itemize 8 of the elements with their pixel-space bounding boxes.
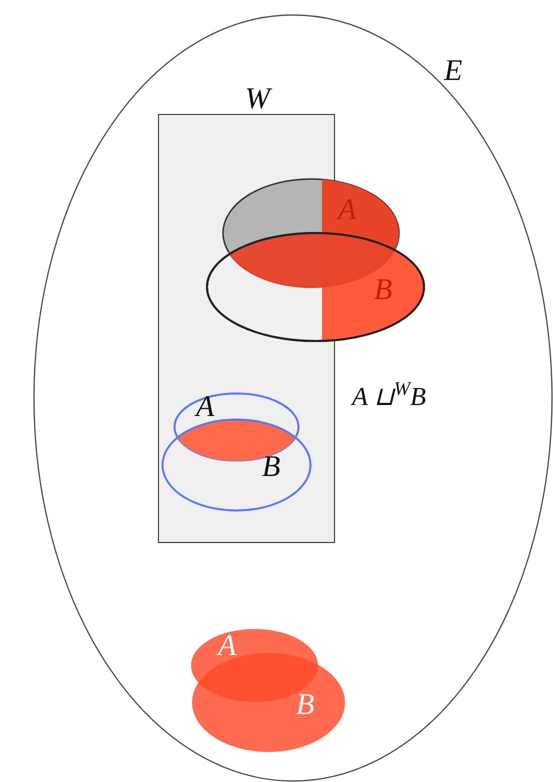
set-label: A	[196, 392, 214, 422]
formula-label: A ⊔$^{W}$B	[352, 384, 426, 410]
set-label: A	[218, 631, 236, 661]
set-label: B	[296, 690, 314, 720]
set-label: B	[374, 275, 392, 305]
set-label: B	[262, 452, 280, 482]
set-label: E	[444, 56, 462, 86]
set-label: W	[245, 84, 270, 114]
